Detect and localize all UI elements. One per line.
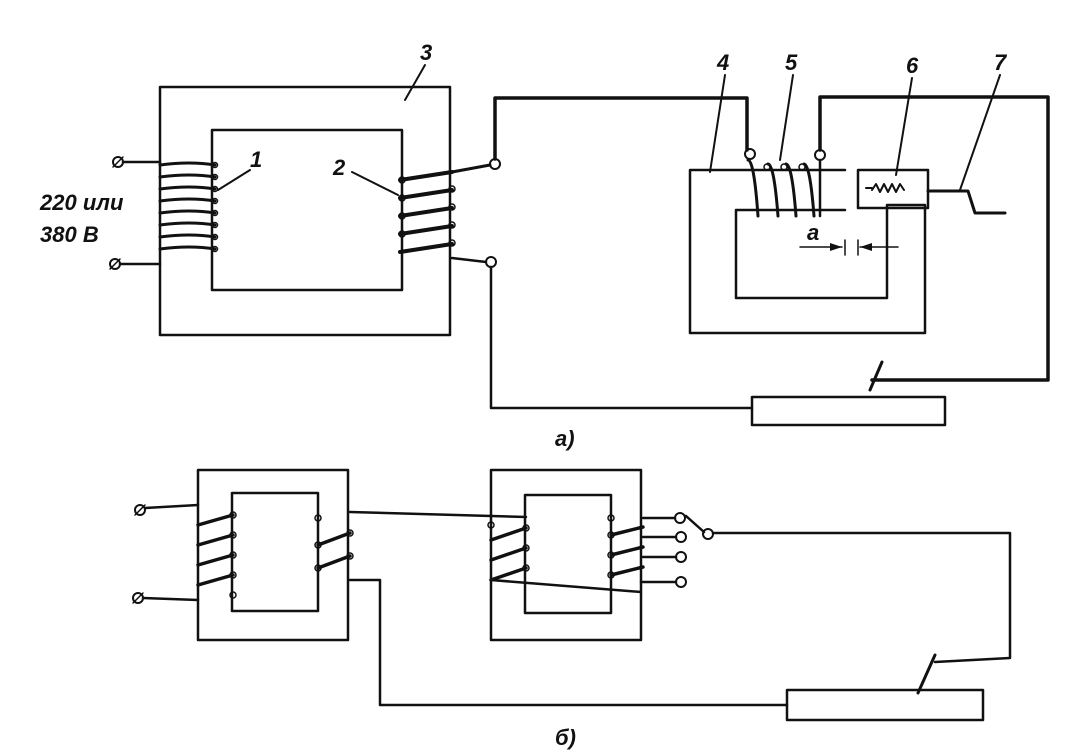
transformer-b2 bbox=[487, 468, 645, 642]
workpiece-a bbox=[750, 395, 947, 427]
input-b-top bbox=[134, 504, 146, 516]
wire-to-reactor bbox=[493, 96, 749, 161]
reactor-core bbox=[688, 168, 927, 335]
output-terminal-bottom bbox=[485, 256, 497, 268]
label-3: 3 bbox=[420, 40, 432, 65]
label-1: 1 bbox=[250, 147, 262, 172]
switch-blade bbox=[684, 514, 706, 534]
transformer-core-window bbox=[210, 128, 404, 292]
reactor-coil bbox=[746, 158, 816, 218]
electrode-a bbox=[868, 360, 884, 392]
label-2: 2 bbox=[332, 155, 346, 180]
label-6: 6 bbox=[906, 53, 919, 78]
gap-arrow-left bbox=[830, 243, 842, 251]
wire-b-to-workpiece bbox=[348, 578, 789, 707]
wire-b-to-electrode bbox=[711, 531, 1012, 664]
adjust-screw bbox=[926, 189, 1007, 215]
transformer-a bbox=[109, 64, 501, 337]
wire-to-electrode-top bbox=[818, 95, 1050, 382]
reactor-choke bbox=[688, 74, 1007, 335]
label-gap-a: а bbox=[807, 220, 819, 245]
movable-core bbox=[856, 168, 930, 210]
caption-b: б) bbox=[555, 725, 576, 750]
adjust-spring bbox=[871, 183, 905, 193]
wire-to-electrode bbox=[489, 265, 754, 410]
secondary-winding bbox=[398, 170, 456, 254]
voltage-line1: 220 или bbox=[39, 190, 124, 215]
label-5: 5 bbox=[785, 50, 798, 75]
wire-b-link bbox=[348, 510, 528, 519]
label-4: 4 bbox=[716, 50, 729, 75]
workpiece-b bbox=[785, 688, 985, 722]
tap-switch bbox=[639, 512, 714, 588]
transformer-b1 bbox=[196, 468, 354, 642]
transformer-core-outer bbox=[158, 85, 452, 337]
caption-a: а) bbox=[555, 426, 575, 451]
voltage-line2: 380 В bbox=[40, 222, 99, 247]
gap-arrow-right bbox=[860, 243, 872, 251]
label-7: 7 bbox=[994, 50, 1008, 75]
electrode-b bbox=[916, 653, 937, 695]
primary-winding bbox=[158, 161, 219, 253]
